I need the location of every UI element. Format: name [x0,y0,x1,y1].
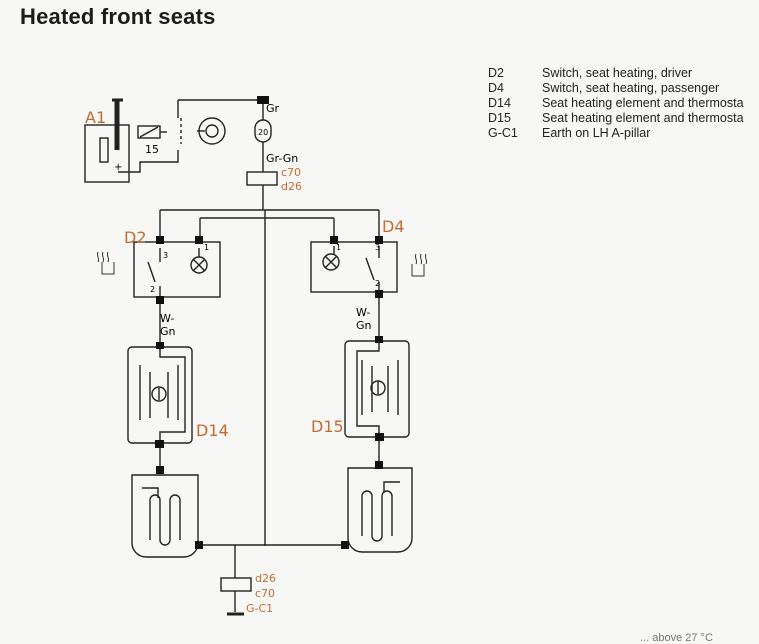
switch-d4-box [310,241,398,293]
label-pin-1-d4: 1 [336,243,341,252]
label-d4: D4 [382,217,405,236]
label-wire-w-right: W- [356,306,370,319]
label-plus: + [114,162,122,173]
label-pin-1-d2: 1 [204,243,209,252]
label-conn-top-d: d26 [281,180,302,193]
legend-desc: Seat heating element and thermosta [542,96,744,110]
page-title: Heated front seats [20,4,216,29]
seat-heat-icon [411,253,428,277]
heater-d14-back [127,346,193,444]
legend-code: D15 [488,111,511,125]
label-wire-w-left: W- [160,312,174,325]
connector-top [246,171,278,186]
label-conn-top-c: c70 [281,166,301,179]
seat-heat-icon [96,251,115,275]
lamp-icon [322,253,340,271]
legend-row-gc1: G-C1 Earth on LH A-pillar [488,126,744,141]
label-pin-2-d4: 2 [375,279,380,288]
battery-cell [99,137,109,163]
battery-a1-box [84,124,130,183]
thermostat-icon [370,380,386,396]
label-pin-2-d2: 2 [150,285,155,294]
label-wire-gn-left: Gn [160,325,176,338]
label-a1: A1 [85,108,106,127]
legend-desc: Switch, seat heating, driver [542,66,693,80]
label-wire-gn-right: Gn [356,319,372,332]
legend-row-d14: D14 Seat heating element and thermosta [488,96,744,111]
label-d15: D15 [311,417,344,436]
label-fuse-15: 15 [145,143,159,156]
legend-row-d2: D2 Switch, seat heating, driver [488,66,744,81]
thermostat-icon [151,386,167,402]
legend-code: D2 [488,66,504,80]
legend-row-d4: D4 Switch, seat heating, passenger [488,81,744,96]
label-d14: D14 [196,421,229,440]
label-pin-3-d2: 3 [163,251,168,260]
label-conn-bot-d: d26 [255,572,276,585]
label-pin-3-d4: 3 [375,243,380,252]
label-wire-gr: Gr [266,102,280,115]
legend-desc: Earth on LH A-pillar [542,126,651,140]
switch-d2-box [133,241,221,298]
connector-bottom [220,577,252,592]
legend-code: D14 [488,96,511,110]
legend-desc: Seat heating element and thermosta [542,111,744,125]
label-wire-gr-gn: Gr-Gn [266,152,298,165]
label-d2: D2 [124,228,147,247]
legend-row-d15: D15 Seat heating element and thermosta [488,111,744,126]
legend-desc: Switch, seat heating, passenger [542,81,720,95]
label-conn-bot-c: c70 [255,587,275,600]
legend-code: D4 [488,81,504,95]
component-legend: D2 Switch, seat heating, driver D4 Switc… [488,66,744,141]
label-gc1: G-C1 [246,602,273,615]
heater-d15-back [344,340,410,438]
label-minus: - [115,142,119,153]
label-fuse-20: 20 [258,128,268,137]
footer-text: ... above 27 °C [640,632,713,644]
heater-d15-seat [347,467,413,553]
legend-code: G-C1 [488,126,518,140]
